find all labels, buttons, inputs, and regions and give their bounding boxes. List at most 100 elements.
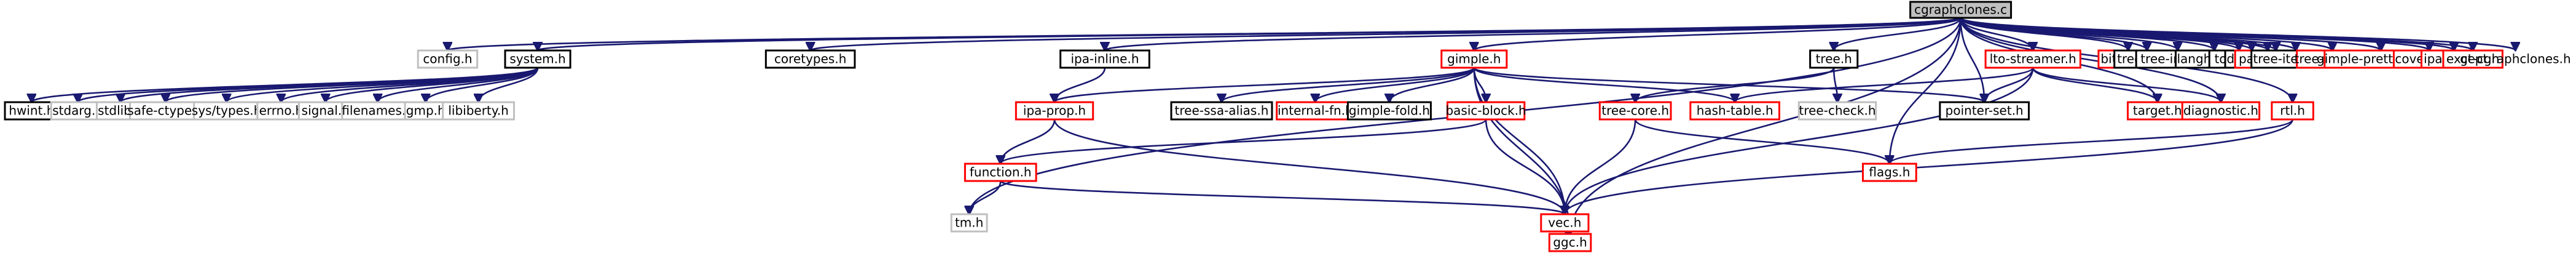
node-root[interactable]: cgraphclones.c	[1909, 1, 2012, 19]
node-label-safectype: safe-ctype.h	[127, 103, 203, 118]
edge-gimple-to-ipaprop	[1054, 66, 1475, 102]
node-label-libiberty: libiberty.h	[448, 103, 508, 118]
edge-tree-to-treecore	[1635, 67, 1835, 102]
edge-system-to-stdlib	[120, 66, 539, 102]
node-box-ggc	[1548, 233, 1592, 252]
node-target[interactable]: target.h	[2127, 101, 2188, 121]
node-box-treessaalias	[1170, 101, 1273, 121]
node-label-coretypes: coretypes.h	[774, 52, 846, 66]
node-box-systypes	[193, 101, 261, 121]
node-rtl[interactable]: rtl.h	[2271, 101, 2314, 121]
node-hwint[interactable]: hwint.h	[4, 101, 60, 121]
node-coretypes[interactable]: coretypes.h	[764, 49, 856, 69]
node-function[interactable]: function.h	[964, 163, 1037, 182]
node-gimple[interactable]: gimple.h	[1440, 49, 1508, 69]
node-label-system: system.h	[509, 52, 565, 66]
edge-ipainline-to-ipaprop	[1054, 67, 1106, 102]
node-label-ggc: ggc.h	[1553, 235, 1587, 250]
node-diagnostic[interactable]: diagnostic.h	[2181, 101, 2261, 121]
node-except[interactable]: except.h	[2442, 49, 2503, 69]
edge-root-to-system	[538, 17, 1961, 50]
node-label-filenames: filenames.h	[342, 103, 414, 118]
edge-root-to-treedump	[1960, 17, 2333, 50]
edge-gimple-to-ggc	[1473, 67, 1570, 234]
node-ggc[interactable]: ggc.h	[1548, 233, 1592, 252]
edge-gimple-to-internalfn	[1315, 67, 1475, 102]
node-label-target: target.h	[2133, 103, 2182, 118]
node-label-stdarg: stdarg.h	[52, 103, 103, 118]
node-label-hashtable: hash-table.h	[1697, 103, 1773, 118]
node-basicblock[interactable]: basic-block.h	[1445, 101, 1526, 121]
node-libiberty: libiberty.h	[442, 101, 515, 121]
edge-root-to-diagnostic	[1960, 17, 2221, 102]
node-treecheck: tree-check.h	[1797, 101, 1877, 121]
node-label-internalfn: internal-fn.h	[1278, 103, 1353, 118]
node-box-ipaprop	[1015, 101, 1094, 121]
node-label-basicblock: basic-block.h	[1445, 103, 1526, 118]
edge-root-to-flags	[1890, 17, 1961, 164]
node-label-vec: vec.h	[1548, 215, 1581, 230]
edge-treecore-to-vec	[1565, 119, 1636, 214]
edge-ltostreamer-to-diagnostic	[2032, 67, 2221, 102]
node-label-ipaprop: ipa-prop.h	[1023, 103, 1086, 118]
edge-root-to-ggc	[1570, 17, 1961, 234]
node-hashtable[interactable]: hash-table.h	[1689, 101, 1781, 121]
node-box-safectype	[128, 101, 202, 121]
edge-root-to-tree	[1834, 17, 1961, 50]
node-label-systypes: sys/types.h	[192, 103, 262, 118]
node-gtcgraphclones: gt-cgraphclones.h	[2460, 52, 2571, 66]
node-label-errno: errno.h	[259, 103, 304, 118]
node-ltostreamer[interactable]: lto-streamer.h	[1984, 49, 2081, 69]
edge-ipaprop-to-vec	[1053, 119, 1565, 214]
edge-system-to-filenames	[378, 67, 539, 102]
node-flags[interactable]: flags.h	[1862, 163, 1917, 182]
node-label-gtcgraphclones: gt-cgraphclones.h	[2460, 52, 2571, 66]
node-label-rtl: rtl.h	[2280, 103, 2305, 118]
edge-ltostreamer-to-hashtable	[1735, 67, 2034, 102]
node-tree[interactable]: tree.h	[1809, 49, 1859, 69]
node-box-gmp	[404, 101, 448, 121]
node-label-treecheck: tree-check.h	[1799, 103, 1876, 118]
node-label-function: function.h	[970, 165, 1032, 180]
node-box-except	[2442, 49, 2503, 69]
node-label-pointerset: pointer-set.h	[1946, 103, 2024, 118]
node-box-diagnostic	[2181, 101, 2261, 121]
node-system[interactable]: system.h	[504, 49, 571, 69]
node-treecore[interactable]: tree-core.h	[1598, 101, 1672, 121]
edge-gimple-to-hashtable	[1473, 67, 1735, 102]
node-ipaprop[interactable]: ipa-prop.h	[1015, 101, 1094, 121]
node-ipainline[interactable]: ipa-inline.h	[1059, 49, 1150, 69]
node-pointerset[interactable]: pointer-set.h	[1939, 101, 2030, 121]
edge-gimple-to-treessaalias	[1222, 67, 1475, 102]
node-internalfn[interactable]: internal-fn.h	[1276, 101, 1355, 121]
node-box-system	[504, 49, 571, 69]
node-label-gimple: gimple.h	[1447, 52, 1501, 66]
edge-ltostreamer-to-target	[2032, 67, 2158, 102]
edge-root-to-ipainline	[1105, 17, 1961, 50]
edge-system-to-gmp	[426, 67, 539, 102]
edge-treecore-to-flags	[1634, 119, 1890, 164]
edge-gimple-to-vec	[1473, 67, 1565, 214]
node-label-flags: flags.h	[1869, 165, 1910, 180]
node-gimplefold[interactable]: gimple-fold.h	[1346, 101, 1432, 121]
node-box-treecore	[1598, 101, 1672, 121]
node-label-diagnostic: diagnostic.h	[2183, 103, 2258, 118]
node-errno: errno.h	[256, 101, 306, 121]
node-box-gimple	[1440, 49, 1508, 69]
node-layer: cgraphclones.c config.h system.h coretypes.…	[4, 1, 2571, 252]
node-label-config: config.h	[423, 52, 472, 66]
node-treessaalias[interactable]: tree-ssa-alias.h	[1170, 101, 1273, 121]
edge-system-to-stdarg	[78, 66, 539, 102]
edge-rtl-to-flags	[1890, 119, 2294, 164]
edge-function-to-vec	[999, 180, 1565, 214]
edge-system-to-signal	[326, 67, 539, 102]
node-vec[interactable]: vec.h	[1540, 213, 1590, 233]
edge-root-to-gtcgraphclones	[1960, 17, 2516, 50]
edge-ltostreamer-to-pointerset	[1984, 67, 2034, 102]
node-box-ipainline	[1059, 49, 1150, 69]
node-label-ipainline: ipa-inline.h	[1070, 52, 1139, 66]
node-box-tree	[1809, 49, 1859, 69]
node-tm: tm.h	[950, 213, 988, 233]
node-safectype: safe-ctype.h	[127, 101, 203, 121]
